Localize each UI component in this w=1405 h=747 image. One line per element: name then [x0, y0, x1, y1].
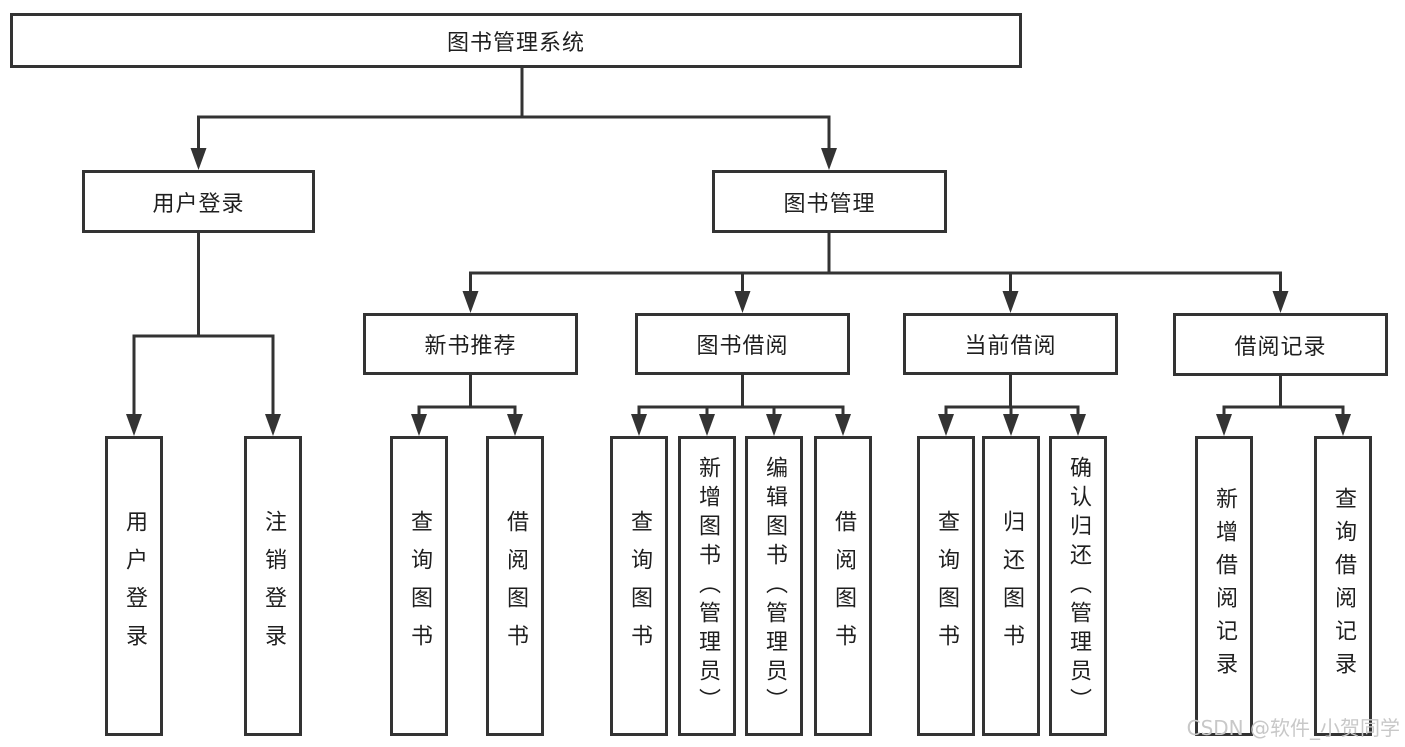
arrowhead [1003, 414, 1019, 436]
arrowhead [126, 414, 142, 436]
leaf-label: 确认归还（管理员） [1066, 455, 1091, 717]
leaf-user-login: 用户登录 [105, 436, 163, 736]
arrowhead [631, 414, 647, 436]
arrowhead [766, 414, 782, 436]
leaf-label: 新增借阅记录 [1212, 487, 1237, 685]
arrowhead [734, 291, 751, 313]
leaf-query-book-recommend: 查询图书 [390, 436, 448, 736]
leaf-confirm-return-admin: 确认归还（管理员） [1049, 436, 1107, 736]
leaf-label: 查询借阅记录 [1331, 487, 1356, 685]
csdn-watermark: CSDN @软件_小贺同学 [1186, 716, 1400, 740]
leaf-borrow-book-recommend: 借阅图书 [486, 436, 544, 736]
leaf-label: 新增图书（管理员） [695, 455, 720, 717]
node-system-root: 图书管理系统 [10, 13, 1022, 68]
arrowhead [462, 291, 479, 313]
arrowhead [821, 148, 837, 170]
node-label: 借阅记录 [1234, 334, 1327, 360]
edge-current-borrow-to-leaves [938, 375, 1086, 436]
arrowhead [1070, 414, 1086, 436]
leaf-query-borrow-record: 查询借阅记录 [1314, 436, 1372, 736]
arrowhead [1216, 414, 1232, 436]
edge-book-manage-to-level3 [462, 233, 1289, 313]
node-user-login: 用户登录 [82, 170, 315, 233]
leaf-label: 用户登录 [122, 510, 147, 662]
node-label: 当前借阅 [964, 334, 1057, 359]
edge-new-book-to-leaves [411, 375, 523, 436]
node-book-borrow: 图书借阅 [635, 313, 850, 375]
node-label: 图书管理 [783, 191, 876, 217]
node-current-borrow: 当前借阅 [903, 313, 1118, 375]
edge-book-borrow-to-leaves [631, 375, 851, 436]
arrowhead [938, 414, 954, 436]
leaf-borrow-book: 借阅图书 [814, 436, 872, 736]
arrowhead [265, 414, 281, 436]
leaf-query-book-current: 查询图书 [917, 436, 975, 736]
leaf-label: 查询图书 [627, 510, 652, 662]
arrowhead [835, 414, 851, 436]
leaf-label: 编辑图书（管理员） [762, 455, 787, 717]
leaf-label: 查询图书 [407, 510, 432, 662]
edge-user-login-to-leaves [126, 233, 281, 436]
leaf-label: 借阅图书 [503, 510, 528, 662]
node-label: 用户登录 [152, 191, 245, 217]
arrowhead [507, 414, 523, 436]
leaf-add-borrow-record: 新增借阅记录 [1195, 436, 1253, 736]
leaf-add-book-admin: 新增图书（管理员） [678, 436, 736, 736]
node-book-manage: 图书管理 [712, 170, 947, 233]
node-label: 图书管理系统 [446, 30, 585, 56]
edge-root-to-level2 [190, 68, 837, 170]
arrowhead [411, 414, 427, 436]
arrowhead [1272, 291, 1289, 313]
leaf-return-book: 归还图书 [982, 436, 1040, 736]
leaf-label: 归还图书 [999, 510, 1024, 662]
leaf-label: 查询图书 [934, 510, 959, 662]
node-label: 新书推荐 [424, 334, 517, 359]
leaf-label: 借阅图书 [831, 510, 856, 662]
arrowhead [1002, 291, 1019, 313]
node-new-book-recommend: 新书推荐 [363, 313, 578, 375]
node-label: 图书借阅 [696, 334, 789, 359]
arrowhead [1335, 414, 1351, 436]
leaf-logout: 注销登录 [244, 436, 302, 736]
leaf-query-book-borrow: 查询图书 [610, 436, 668, 736]
leaf-edit-book-admin: 编辑图书（管理员） [745, 436, 803, 736]
arrowhead [699, 414, 715, 436]
arrowhead [190, 148, 207, 170]
leaf-label: 注销登录 [261, 510, 286, 662]
node-borrow-record: 借阅记录 [1173, 313, 1388, 376]
edge-borrow-record-to-leaves [1216, 376, 1351, 436]
